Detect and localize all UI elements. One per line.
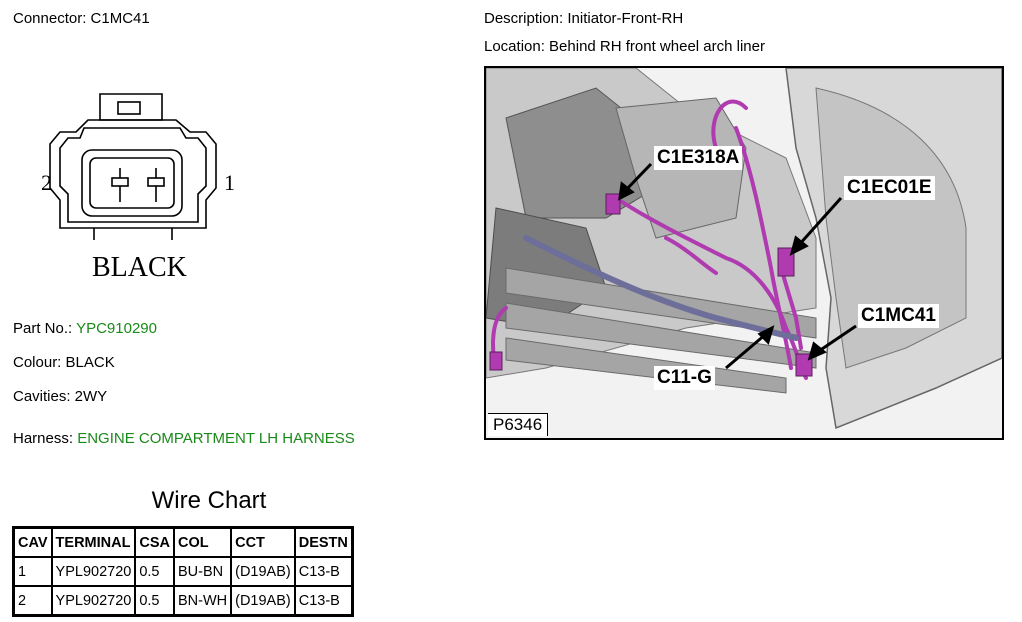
engine-bay-illustration	[486, 68, 1002, 438]
location-text: Location: Behind RH front wheel arch lin…	[484, 38, 765, 55]
cell-destn: C13-B	[293, 556, 354, 587]
cell-destn: C13-B	[293, 585, 354, 617]
wire-chart-table: CAV TERMINAL CSA COL CCT DESTN 1 YPL9027…	[12, 526, 354, 617]
col-header-csa: CSA	[134, 526, 175, 558]
harness-label: Harness:	[13, 430, 74, 447]
col-header-cav: CAV	[12, 526, 53, 558]
pin-2-label: 2	[41, 170, 52, 195]
location-illustration: C1E318A C1EC01E C1MC41 C11-G P6346	[484, 66, 1004, 440]
illustration-code: P6346	[488, 413, 549, 436]
harness-link[interactable]: ENGINE COMPARTMENT LH HARNESS	[77, 430, 355, 447]
callout-c1mc41: C1MC41	[858, 304, 939, 328]
part-number-link[interactable]: YPC910290	[76, 320, 157, 337]
connector-face-drawing: 2 1 BLACK	[41, 93, 235, 283]
callout-c11-g: C11-G	[654, 366, 715, 390]
colour-text: Colour: BLACK	[13, 354, 115, 371]
col-header-terminal: TERMINAL	[50, 526, 137, 558]
cell-col: BN-WH	[172, 585, 233, 617]
cavities-text: Cavities: 2WY	[13, 388, 108, 405]
connector-heading: Connector: C1MC41	[13, 10, 150, 28]
cell-cct: (D19AB)	[230, 585, 296, 617]
cell-cav: 1	[12, 556, 53, 587]
wire-chart-title: Wire Chart	[151, 487, 267, 514]
cell-csa: 0.5	[134, 585, 175, 617]
cell-col: BU-BN	[172, 556, 233, 587]
connector-label: Connector:	[13, 10, 87, 27]
harness-row: Harness: ENGINE COMPARTMENT LH HARNESS	[13, 430, 355, 448]
cell-terminal: YPL902720	[50, 585, 137, 617]
table-row: 2 YPL902720 0.5 BN-WH (D19AB) C13-B	[12, 585, 354, 617]
col-header-destn: DESTN	[293, 526, 354, 558]
table-row: 1 YPL902720 0.5 BU-BN (D19AB) C13-B	[12, 556, 354, 587]
pin-1-label: 1	[224, 170, 235, 195]
part-number-row: Part No.: YPC910290	[13, 320, 157, 338]
wire-chart-header-row: CAV TERMINAL CSA COL CCT DESTN	[12, 526, 354, 558]
connector-value: C1MC41	[90, 10, 150, 27]
cell-terminal: YPL902720	[50, 556, 137, 587]
cell-csa: 0.5	[134, 556, 175, 587]
description-text: Description: Initiator-Front-RH	[484, 10, 684, 27]
callout-c1e318a: C1E318A	[654, 146, 743, 170]
cell-cav: 2	[12, 585, 53, 617]
callout-c1ec01e: C1EC01E	[844, 176, 935, 200]
part-number-label: Part No.:	[13, 320, 73, 337]
col-header-cct: CCT	[230, 526, 296, 558]
housing-colour-label: BLACK	[92, 252, 187, 283]
cell-cct: (D19AB)	[230, 556, 296, 587]
col-header-col: COL	[172, 526, 233, 558]
